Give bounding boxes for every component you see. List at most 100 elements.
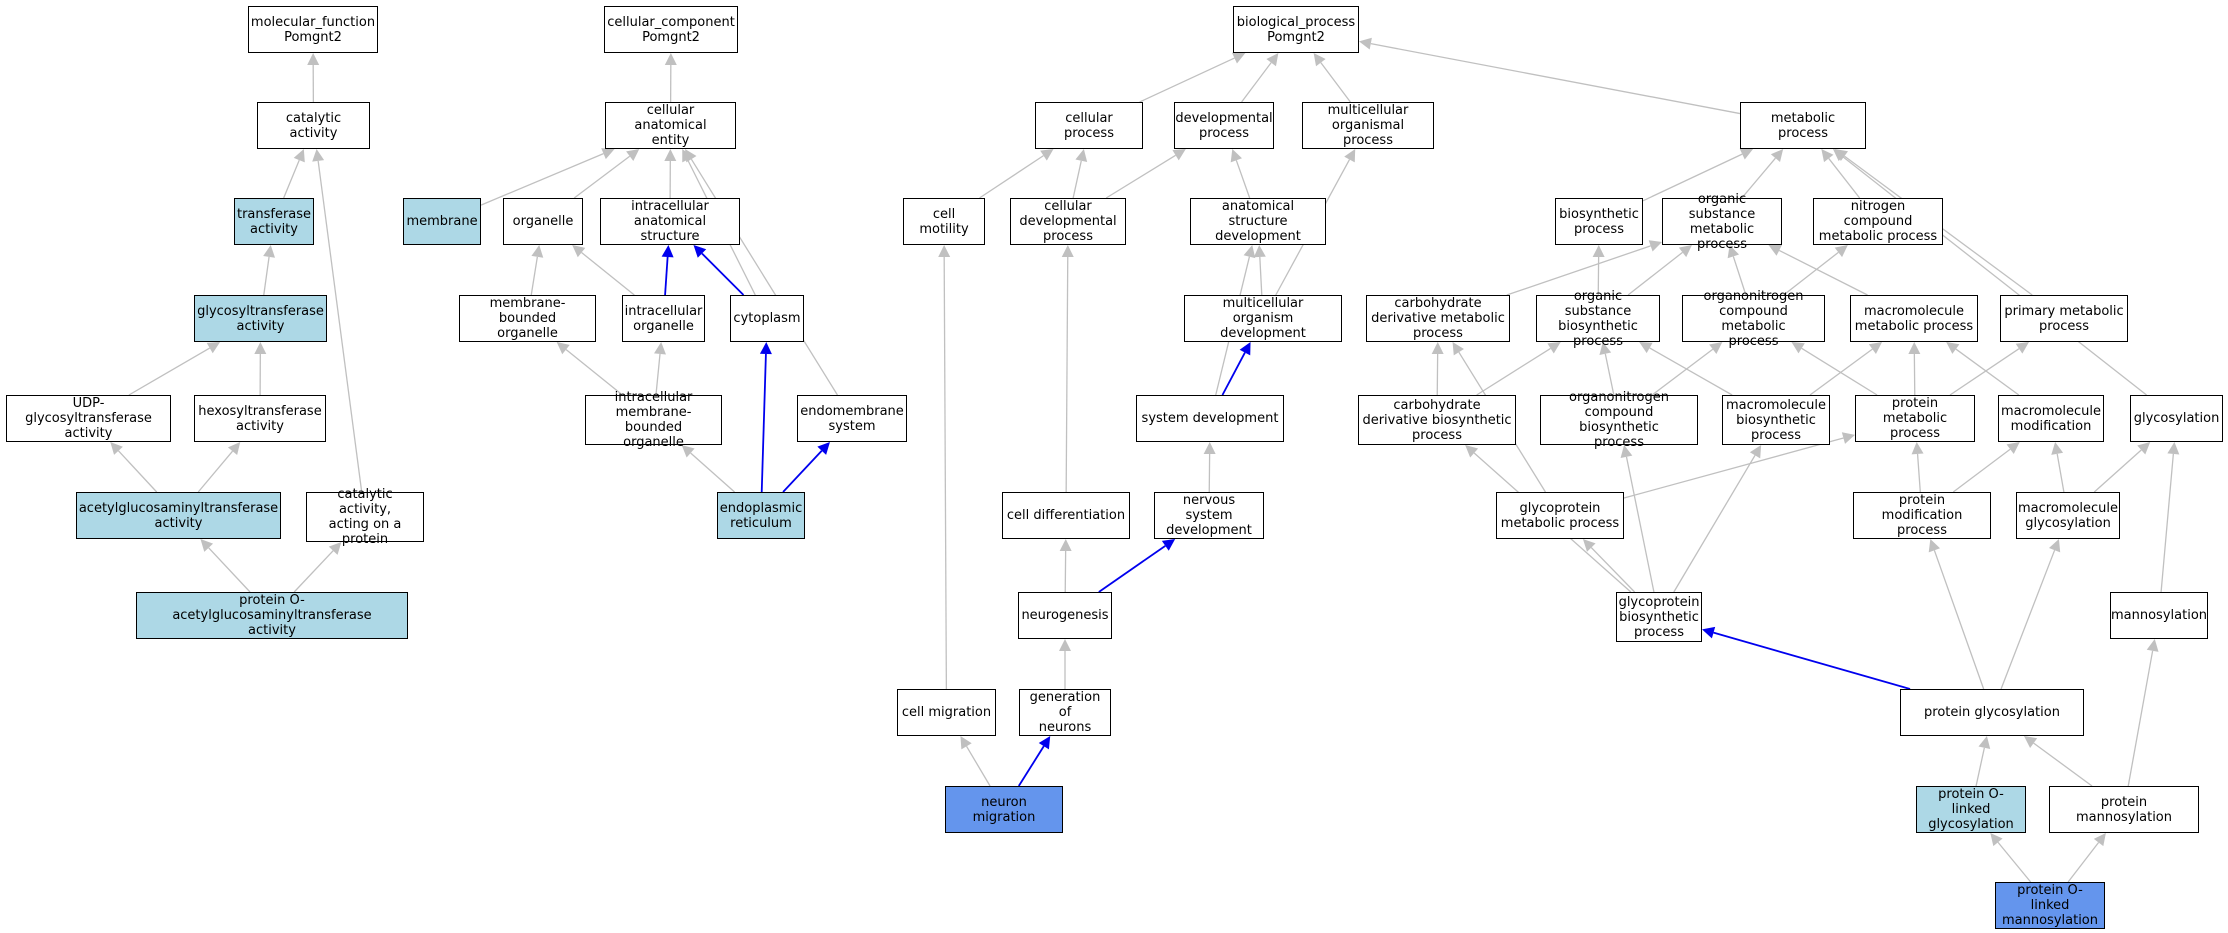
go-term-node-nsd[interactable]: nervous system development [1154,492,1264,539]
go-term-node-pmodp[interactable]: protein modification process [1853,492,1991,539]
edge-cdp-to-dp [1105,154,1176,199]
go-term-node-endo_sys[interactable]: endomembrane system [797,395,907,442]
go-term-node-mbo[interactable]: membrane-bounded organelle [459,295,596,342]
go-term-node-prot_o[interactable]: protein O-acetylglucosaminyltransferase … [136,592,408,639]
go-term-node-cd[interactable]: cell differentiation [1002,492,1130,539]
go-term-node-io[interactable]: intracellular organelle [622,295,705,342]
go-term-node-gon[interactable]: generation of neurons [1019,689,1111,736]
go-term-node-acetyl[interactable]: acetylglucosaminyltransferase activity [76,492,281,539]
arrowhead-cm-to-cp [1040,149,1054,161]
edge-cmig-to-cm [943,256,948,690]
go-term-node-cyto[interactable]: cytoplasm [730,295,804,342]
arrowhead-cdbp-to-osbp [1547,342,1561,354]
go-term-node-mannosylation[interactable]: mannosylation [2110,592,2208,639]
go-term-node-cdmp[interactable]: carbohydrate derivative metabolic proces… [1366,295,1510,342]
go-term-node-gmp[interactable]: glycoprotein metabolic process [1496,492,1624,539]
edge-cdmp-to-osmp [1506,245,1651,296]
go-term-node-cp[interactable]: cellular process [1035,102,1143,149]
go-term-node-ocbp[interactable]: organonitrogen compound biosynthetic pro… [1540,390,1698,450]
go-term-node-pglyc[interactable]: protein glycosylation [1900,689,2084,736]
arrowhead-io-to-ias [661,245,674,258]
edge-gmp-to-protmp [1623,437,1844,499]
arrowhead-io-to-organelle [572,245,586,258]
edge-imbo-to-mbo [565,349,623,396]
go-term-node-transf[interactable]: transferase activity [234,198,314,245]
arrowhead-mmp-to-osmp [1768,245,1782,256]
arrowhead-pglyc-to-mglyc [2049,539,2061,553]
edge-io-to-organelle [581,252,635,296]
go-term-node-asd[interactable]: anatomical structure development [1190,198,1326,245]
arrowhead-transf-to-cat [293,149,305,163]
go-term-node-pmp[interactable]: primary metabolic process [2000,295,2128,342]
go-term-node-dp[interactable]: developmental process [1174,102,1274,149]
go-term-node-mf[interactable]: molecular_function Pomgnt2 [248,6,378,53]
go-term-node-osbp[interactable]: organic substance biosynthetic process [1536,289,1660,349]
arrowhead-hexo-to-glyco_t [254,342,267,355]
go-term-node-mp[interactable]: metabolic process [1740,102,1866,149]
go-term-node-udp[interactable]: UDP-glycosyltransferase activity [6,395,171,442]
go-term-node-cat[interactable]: catalytic activity [257,102,370,149]
go-term-node-pmann[interactable]: protein mannosylation [2049,786,2199,833]
edge-mmp-to-osmp [1778,249,1868,296]
arrowhead-mop-to-bp [1313,53,1326,67]
arrowhead-pmann-to-pglyc [2023,736,2038,748]
go-term-node-bsp[interactable]: biosynthetic process [1555,198,1643,245]
edge-asd-to-dp [1235,160,1251,199]
go-term-node-cdbp[interactable]: carbohydrate derivative biosynthetic pro… [1358,395,1516,445]
arrowhead-ocbp-to-osbp [1599,342,1612,355]
go-term-node-ias[interactable]: intracellular anatomical structure [600,198,740,245]
arrowhead-cae-to-cc [664,53,677,66]
go-term-node-er[interactable]: endoplasmic reticulum [717,492,805,539]
go-term-node-imbo[interactable]: intracellular membrane-bounded organelle [585,390,722,450]
go-term-node-sd[interactable]: system development [1136,395,1284,442]
go-term-node-mod[interactable]: multicellular organism development [1184,295,1342,342]
arrowhead-cat-to-mf [307,53,320,66]
go-term-node-glyco_t[interactable]: glycosyltransferase activity [194,295,327,342]
go-term-node-mmod[interactable]: macromolecule modification [1998,395,2104,442]
go-term-node-hexo[interactable]: hexosyltransferase activity [194,395,326,442]
arrowhead-er-to-imbo [681,445,695,458]
edge-gbp-to-gmp [1590,547,1636,593]
go-term-node-nm[interactable]: neuron migration [945,786,1063,833]
arrowhead-mbp-to-osbp [1639,342,1653,354]
go-term-node-mmp[interactable]: macromolecule metabolic process [1850,295,1978,342]
go-term-node-mop[interactable]: multicellular organismal process [1302,102,1434,149]
arrowhead-cdp-to-cp [1075,149,1088,163]
arrowhead-cp-to-bp [1231,52,1246,64]
go-term-node-protmp[interactable]: protein metabolic process [1855,395,1975,442]
go-term-node-polm[interactable]: protein O-linked mannosylation [1995,882,2105,929]
go-term-node-osmp[interactable]: organic substance metabolic process [1662,192,1782,252]
go-term-node-membrane[interactable]: membrane [403,198,481,245]
go-term-node-ncmp[interactable]: nitrogen compound metabolic process [1813,198,1943,245]
go-term-node-cdp[interactable]: cellular developmental process [1010,198,1126,245]
go-term-node-cae[interactable]: cellular anatomical entity [605,102,736,149]
go-term-node-polg[interactable]: protein O-linked glycosylation [1916,786,2026,833]
edge-er-to-endo_sys [782,450,823,493]
go-term-node-bp[interactable]: biological_process Pomgnt2 [1233,6,1359,53]
go-term-node-cc[interactable]: cellular_component Pomgnt2 [604,6,738,53]
edge-ocmp-to-osmp [1732,256,1747,296]
go-term-node-cat_prot[interactable]: catalytic activity, acting on a protein [306,487,424,547]
go-term-node-mglyc[interactable]: macromolecule glycosylation [2016,492,2120,539]
edge-mglyc-to-glycosylation [2093,449,2142,493]
arrowhead-gmp-to-cdmp [1452,342,1464,356]
go-term-node-ocmp[interactable]: organonitrogen compound metabolic proces… [1682,289,1825,349]
go-term-node-glycosylation[interactable]: glycosylation [2130,395,2223,442]
arrowhead-glycosylation-to-mp [1832,149,1847,162]
go-term-node-organelle[interactable]: organelle [503,198,583,245]
edge-ncmp-to-mp [1828,158,1861,199]
go-term-node-gbp[interactable]: glycoprotein biosynthetic process [1616,592,1702,642]
edge-prot_o-to-cat_prot [293,550,334,593]
edge-pglyc-to-pmodp [1933,550,1985,690]
edge-udp-to-glyco_t [128,347,211,396]
go-term-node-cm[interactable]: cell motility [903,198,985,245]
go-term-node-neurog[interactable]: neurogenesis [1018,592,1112,639]
go-term-node-mbp[interactable]: macromolecule biosynthetic process [1722,395,1830,445]
go-term-node-cmig[interactable]: cell migration [897,689,996,736]
arrowhead-cdmp-to-osmp [1648,240,1662,252]
arrowhead-gbp-to-gmp [1582,539,1596,552]
edge-transf-to-cat [283,159,300,199]
arrowhead-nm-to-cmig [960,736,972,750]
arrowhead-glyco_t-to-transf [263,245,276,258]
